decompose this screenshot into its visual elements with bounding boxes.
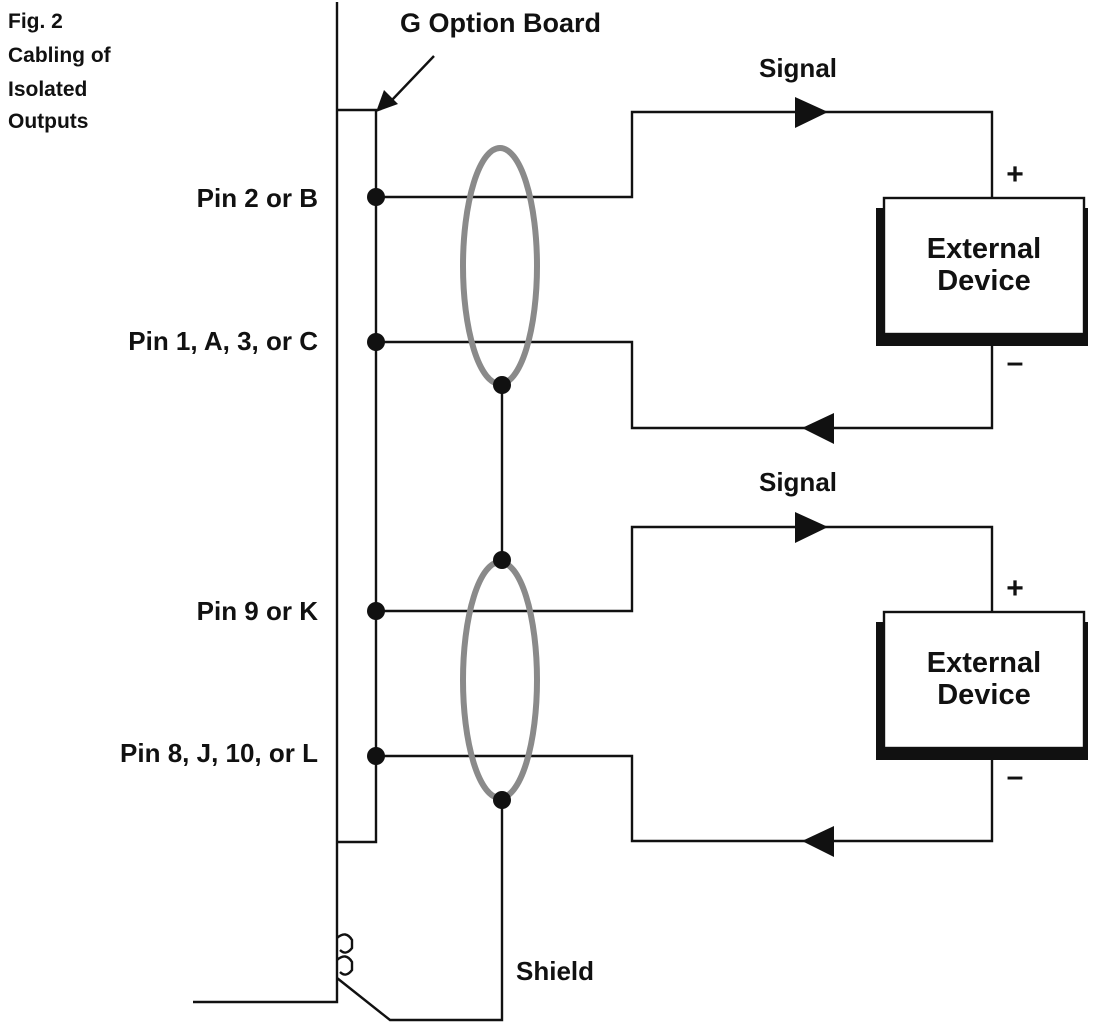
pin-label-2-b: Pin 2 or B [197,183,318,213]
board-pointer-arrowhead [376,90,398,112]
board-pointer-line [391,55,435,101]
channel-1: Signal External Device + – [376,53,1088,444]
board-bus [337,108,378,844]
channel-1-minus-sign: – [1007,346,1024,379]
channel-1-shield-loop [460,145,540,387]
channel-1-signal-label: Signal [759,53,837,83]
pin-label-8-j-10-l: Pin 8, J, 10, or L [120,738,318,768]
channel-1-external-device [882,196,1086,336]
junction-dots [367,188,511,809]
channel-2-device-line-2: Device [937,679,1031,711]
shield-label: Shield [516,956,594,986]
caption-line-2: Cabling of [8,44,112,67]
channel-1-return-wire [376,340,994,430]
pin-label-9-k: Pin 9 or K [197,596,319,626]
caption-line-3: Isolated [8,78,87,101]
junction-dot-pin-8 [367,747,385,765]
channel-2-return-arrow [802,826,834,857]
channel-2-return-wire [376,754,994,843]
junction-dot-pin-1 [367,333,385,351]
ground-clamp-lower-icon [336,955,354,976]
channel-2-minus-sign: – [1007,760,1024,793]
board-label: G Option Board [400,8,601,38]
channel-1-plus-sign: + [1006,158,1024,191]
junction-dot-pin-2 [367,188,385,206]
junction-dot-shield-1-bottom [493,376,511,394]
channel-2-device-line-1: External [927,647,1041,679]
shield-drain-wire [336,800,504,1022]
caption-line-4: Outputs [8,110,88,133]
chassis-line [193,2,339,1004]
channel-2-plus-sign: + [1006,572,1024,605]
pin-label-1-a-3-c: Pin 1, A, 3, or C [128,326,318,356]
caption-line-1: Fig. 2 [8,10,63,33]
junction-dot-shield-2-bottom [493,791,511,809]
figure-caption: Fig. 2 Cabling of Isolated Outputs [8,10,112,133]
junction-dot-pin-9 [367,602,385,620]
channel-1-device-line-1: External [927,233,1041,265]
channel-1-signal-wire [376,110,994,199]
channel-1-return-arrow [802,413,834,444]
ground-clamp-icon [336,933,354,954]
channel-2-shield-loop [460,559,540,801]
channel-1-device-line-2: Device [937,265,1031,297]
channel-2-signal-label: Signal [759,467,837,497]
junction-dot-shield-2-top [493,551,511,569]
channel-2-signal-wire [376,525,994,613]
pin-labels: Pin 2 or B Pin 1, A, 3, or C Pin 9 or K … [120,183,318,768]
channel-2-external-device [882,610,1086,750]
channel-2-signal-arrow [795,512,828,543]
channel-1-signal-arrow [795,97,828,128]
channel-2: Signal External Device + – [376,467,1088,857]
